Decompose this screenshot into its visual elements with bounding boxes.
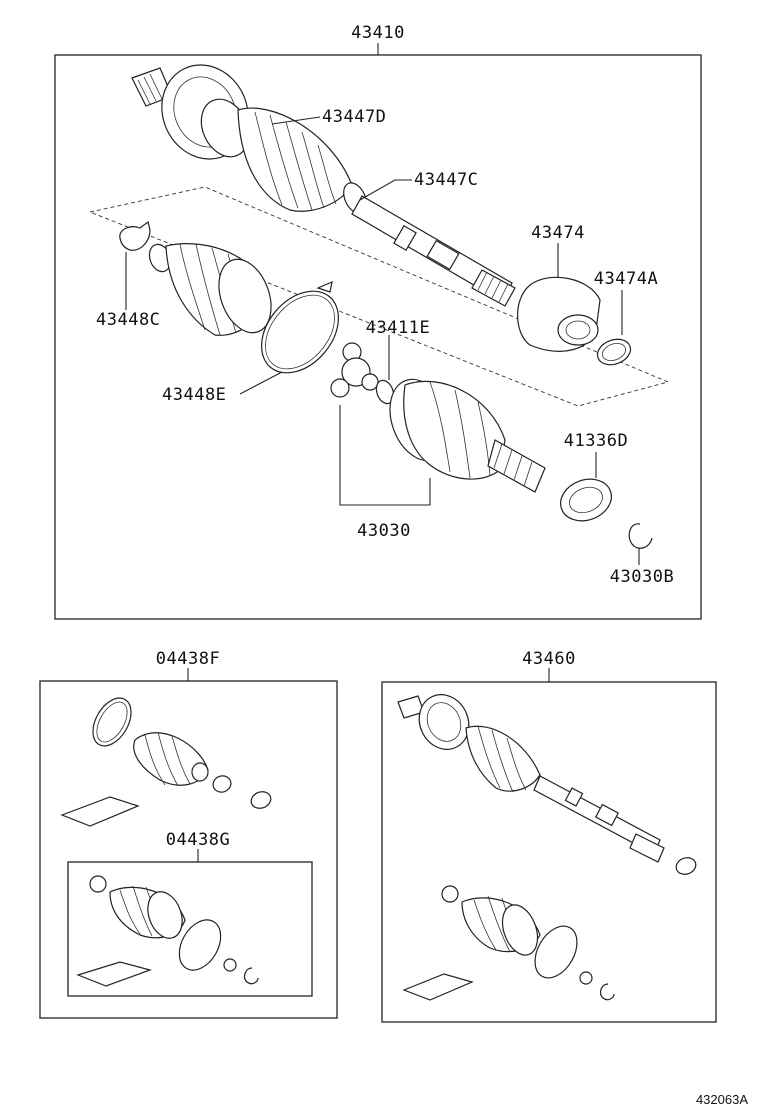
label-43474: 43474 — [531, 223, 585, 243]
snap-ring — [628, 523, 653, 549]
drive-shaft-upper — [131, 64, 516, 307]
oil-seal — [560, 478, 612, 522]
label-43447C: 43447C — [414, 170, 478, 190]
label-43448E: 43448E — [162, 385, 226, 405]
label-04438F: 04438F — [156, 649, 220, 669]
main-assembly-group: 43410 — [54, 23, 702, 620]
exploded-plane — [89, 186, 670, 407]
label-43030: 43030 — [357, 521, 411, 541]
label-43474A: 43474A — [594, 269, 658, 289]
label-43448C: 43448C — [96, 310, 160, 330]
label-04438G: 04438G — [166, 830, 230, 850]
label-43411E: 43411E — [366, 318, 430, 338]
label-43447D: 43447D — [322, 107, 386, 127]
shaft-assembly-alt-group: 43460 — [381, 649, 717, 1023]
inner-clamp-small — [119, 220, 151, 251]
label-43460: 43460 — [522, 649, 576, 669]
label-43410: 43410 — [351, 23, 405, 43]
diagram-code: 432063A — [696, 1092, 748, 1107]
spider-ring — [375, 379, 395, 405]
bracket-ring — [596, 338, 632, 366]
inner-boot — [148, 243, 272, 336]
bearing-bracket — [517, 276, 601, 352]
tripod-spider — [330, 342, 379, 398]
boot-kit-outer-group: 04438F 04438G — [39, 649, 338, 1019]
inboard-joint — [389, 378, 546, 493]
label-43030B: 43030B — [610, 567, 674, 587]
boot-kit-inner-frame — [67, 861, 313, 997]
inner-clamp-large — [260, 280, 340, 374]
label-41336D: 41336D — [564, 431, 628, 451]
